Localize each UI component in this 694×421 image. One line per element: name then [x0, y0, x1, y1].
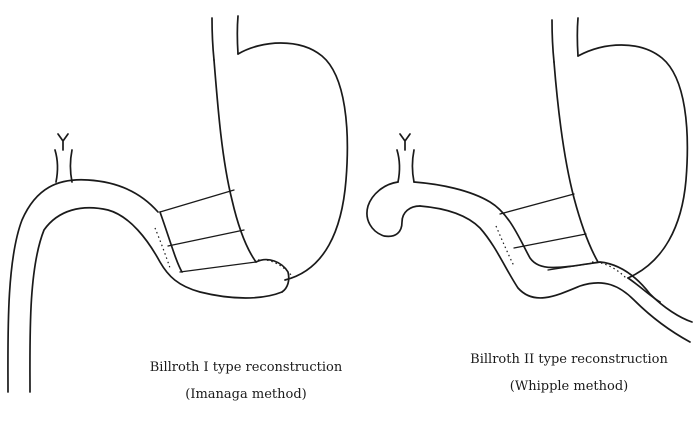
esophagus — [212, 16, 238, 60]
caption-billroth-2: Billroth II type reconstruction (Whipple… — [454, 352, 684, 394]
stomach-greater-curvature — [238, 43, 347, 280]
esophagus — [552, 18, 578, 62]
caption-billroth-2-title: Billroth II type reconstruction — [454, 352, 684, 367]
transection-line — [514, 234, 586, 248]
duodenum-stump — [256, 260, 289, 292]
caption-billroth-1: Billroth I type reconstruction (Imanaga … — [136, 360, 356, 402]
stomach-greater-curvature — [578, 45, 687, 278]
bile-duct — [55, 134, 72, 182]
billroth-1-illustration — [8, 16, 347, 392]
transection-line — [160, 190, 234, 212]
caption-billroth-2-method: (Whipple method) — [454, 379, 684, 394]
jejunum-upper-wall — [414, 182, 692, 322]
transection-line — [168, 230, 244, 246]
anastomosis-line — [180, 262, 256, 272]
caption-billroth-1-title: Billroth I type reconstruction — [136, 360, 356, 375]
billroth-2-illustration — [367, 18, 692, 342]
stomach-lesser-curvature — [554, 62, 598, 262]
suture-line — [496, 226, 514, 266]
jejunum-upper-edge — [160, 212, 182, 272]
duodenal-stump — [367, 182, 420, 236]
transection-line — [500, 194, 574, 214]
bile-duct — [397, 134, 414, 182]
caption-billroth-1-method: (Imanaga method) — [136, 387, 356, 402]
jejunum-lower-wall — [420, 206, 690, 342]
